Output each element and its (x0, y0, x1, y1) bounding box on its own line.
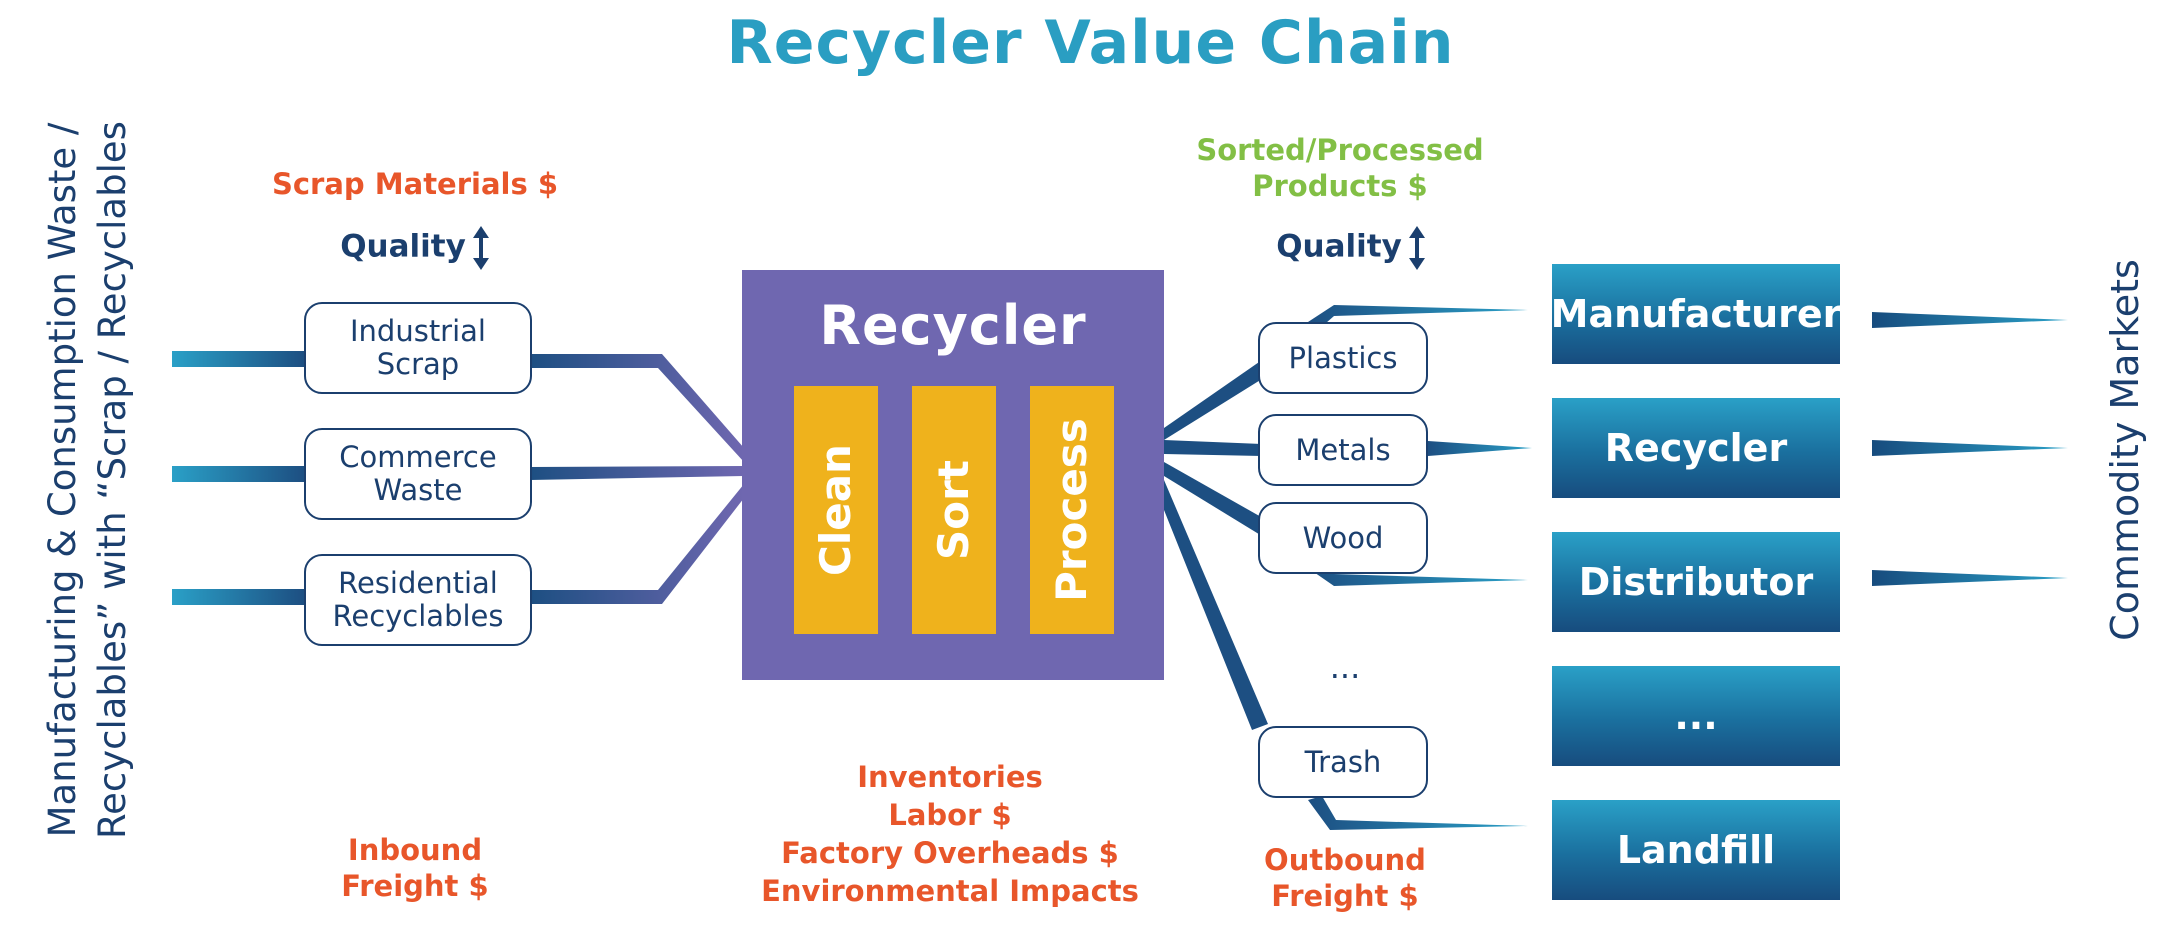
source-industrial-scrap: Industrial Scrap (304, 302, 532, 394)
fan-line-1 (530, 354, 744, 462)
out-line-metals (1164, 440, 1262, 456)
input-quality-label: Quality (340, 228, 466, 265)
link-wood-distributor (1308, 562, 1528, 586)
outbound-freight-line1: Outbound (1264, 843, 1426, 877)
cost-labor: Labor $ (888, 798, 1012, 832)
fan-line-2 (530, 466, 744, 480)
market-spike-2 (1872, 440, 2068, 456)
destination-recycler: Recycler (1552, 398, 1840, 498)
input-quality: Quality (320, 226, 510, 270)
left-side-label-line2: Recyclables” with “Scrap / Recyclables (91, 121, 134, 839)
inbound-bar-1 (172, 351, 304, 367)
products-ellipsis: ... (1329, 648, 1361, 686)
market-spike-3 (1872, 570, 2068, 586)
product-trash: Trash (1258, 726, 1428, 798)
inbound-freight-label: Inbound Freight $ (300, 832, 530, 904)
fan-line-3 (530, 484, 744, 604)
scrap-materials-label: Scrap Materials $ (271, 167, 559, 201)
product-plastics: Plastics (1258, 322, 1428, 394)
link-plastics-manufacturer (1308, 305, 1528, 330)
destination-distributor: Distributor (1552, 532, 1840, 632)
step-clean-label: Clean (811, 444, 860, 576)
cost-factory-overheads: Factory Overheads $ (781, 836, 1119, 870)
out-line-wood (1164, 462, 1270, 536)
recycler-block: Recycler Clean Sort Process (742, 270, 1164, 680)
step-process: Process (1030, 386, 1114, 634)
commodity-markets-label: Commodity Markets (2103, 259, 2147, 641)
step-clean: Clean (794, 386, 878, 634)
recycler-costs: Inventories Labor $ Factory Overheads $ … (740, 758, 1160, 910)
outbound-freight-label: Outbound Freight $ (1230, 842, 1460, 914)
cost-environmental-impacts: Environmental Impacts (761, 874, 1139, 908)
inbound-bar-2 (172, 466, 304, 482)
out-line-trash (1160, 480, 1268, 730)
step-sort-label: Sort (929, 460, 978, 560)
outbound-freight-line2: Freight $ (1271, 879, 1419, 913)
step-sort: Sort (912, 386, 996, 634)
up-down-arrow-icon (1408, 226, 1425, 270)
destination-landfill: Landfill (1552, 800, 1840, 900)
step-process-label: Process (1047, 418, 1096, 602)
output-quality-label: Quality (1276, 228, 1402, 265)
source-residential-recyclables: Residential Recyclables (304, 554, 532, 646)
inbound-freight-line1: Inbound (347, 833, 483, 867)
link-trash-landfill (1308, 796, 1528, 830)
recycler-title: Recycler (819, 294, 1087, 357)
page-title: Recycler Value Chain (726, 8, 1455, 78)
product-metals: Metals (1258, 414, 1428, 486)
cost-inventories: Inventories (857, 760, 1043, 794)
destination-ellipsis: ... (1552, 666, 1840, 766)
left-side-label-line1: Manufacturing & Consumption Waste / (41, 122, 84, 838)
up-down-arrow-icon (472, 226, 489, 270)
market-spike-1 (1872, 312, 2068, 328)
destination-manufacturer: Manufacturer (1551, 264, 1841, 364)
product-wood: Wood (1258, 502, 1428, 574)
inbound-bar-3 (172, 589, 304, 605)
sorted-products-line1: Sorted/Processed (1196, 133, 1484, 167)
inbound-freight-line2: Freight $ (341, 869, 489, 903)
source-commerce-waste: Commerce Waste (304, 428, 532, 520)
output-quality: Quality (1256, 226, 1446, 270)
link-metals-recycler (1428, 441, 1532, 456)
out-line-plastics (1164, 360, 1270, 440)
sorted-products-line2: Products $ (1252, 169, 1428, 203)
sorted-products-label: Sorted/Processed Products $ (1170, 132, 1510, 204)
